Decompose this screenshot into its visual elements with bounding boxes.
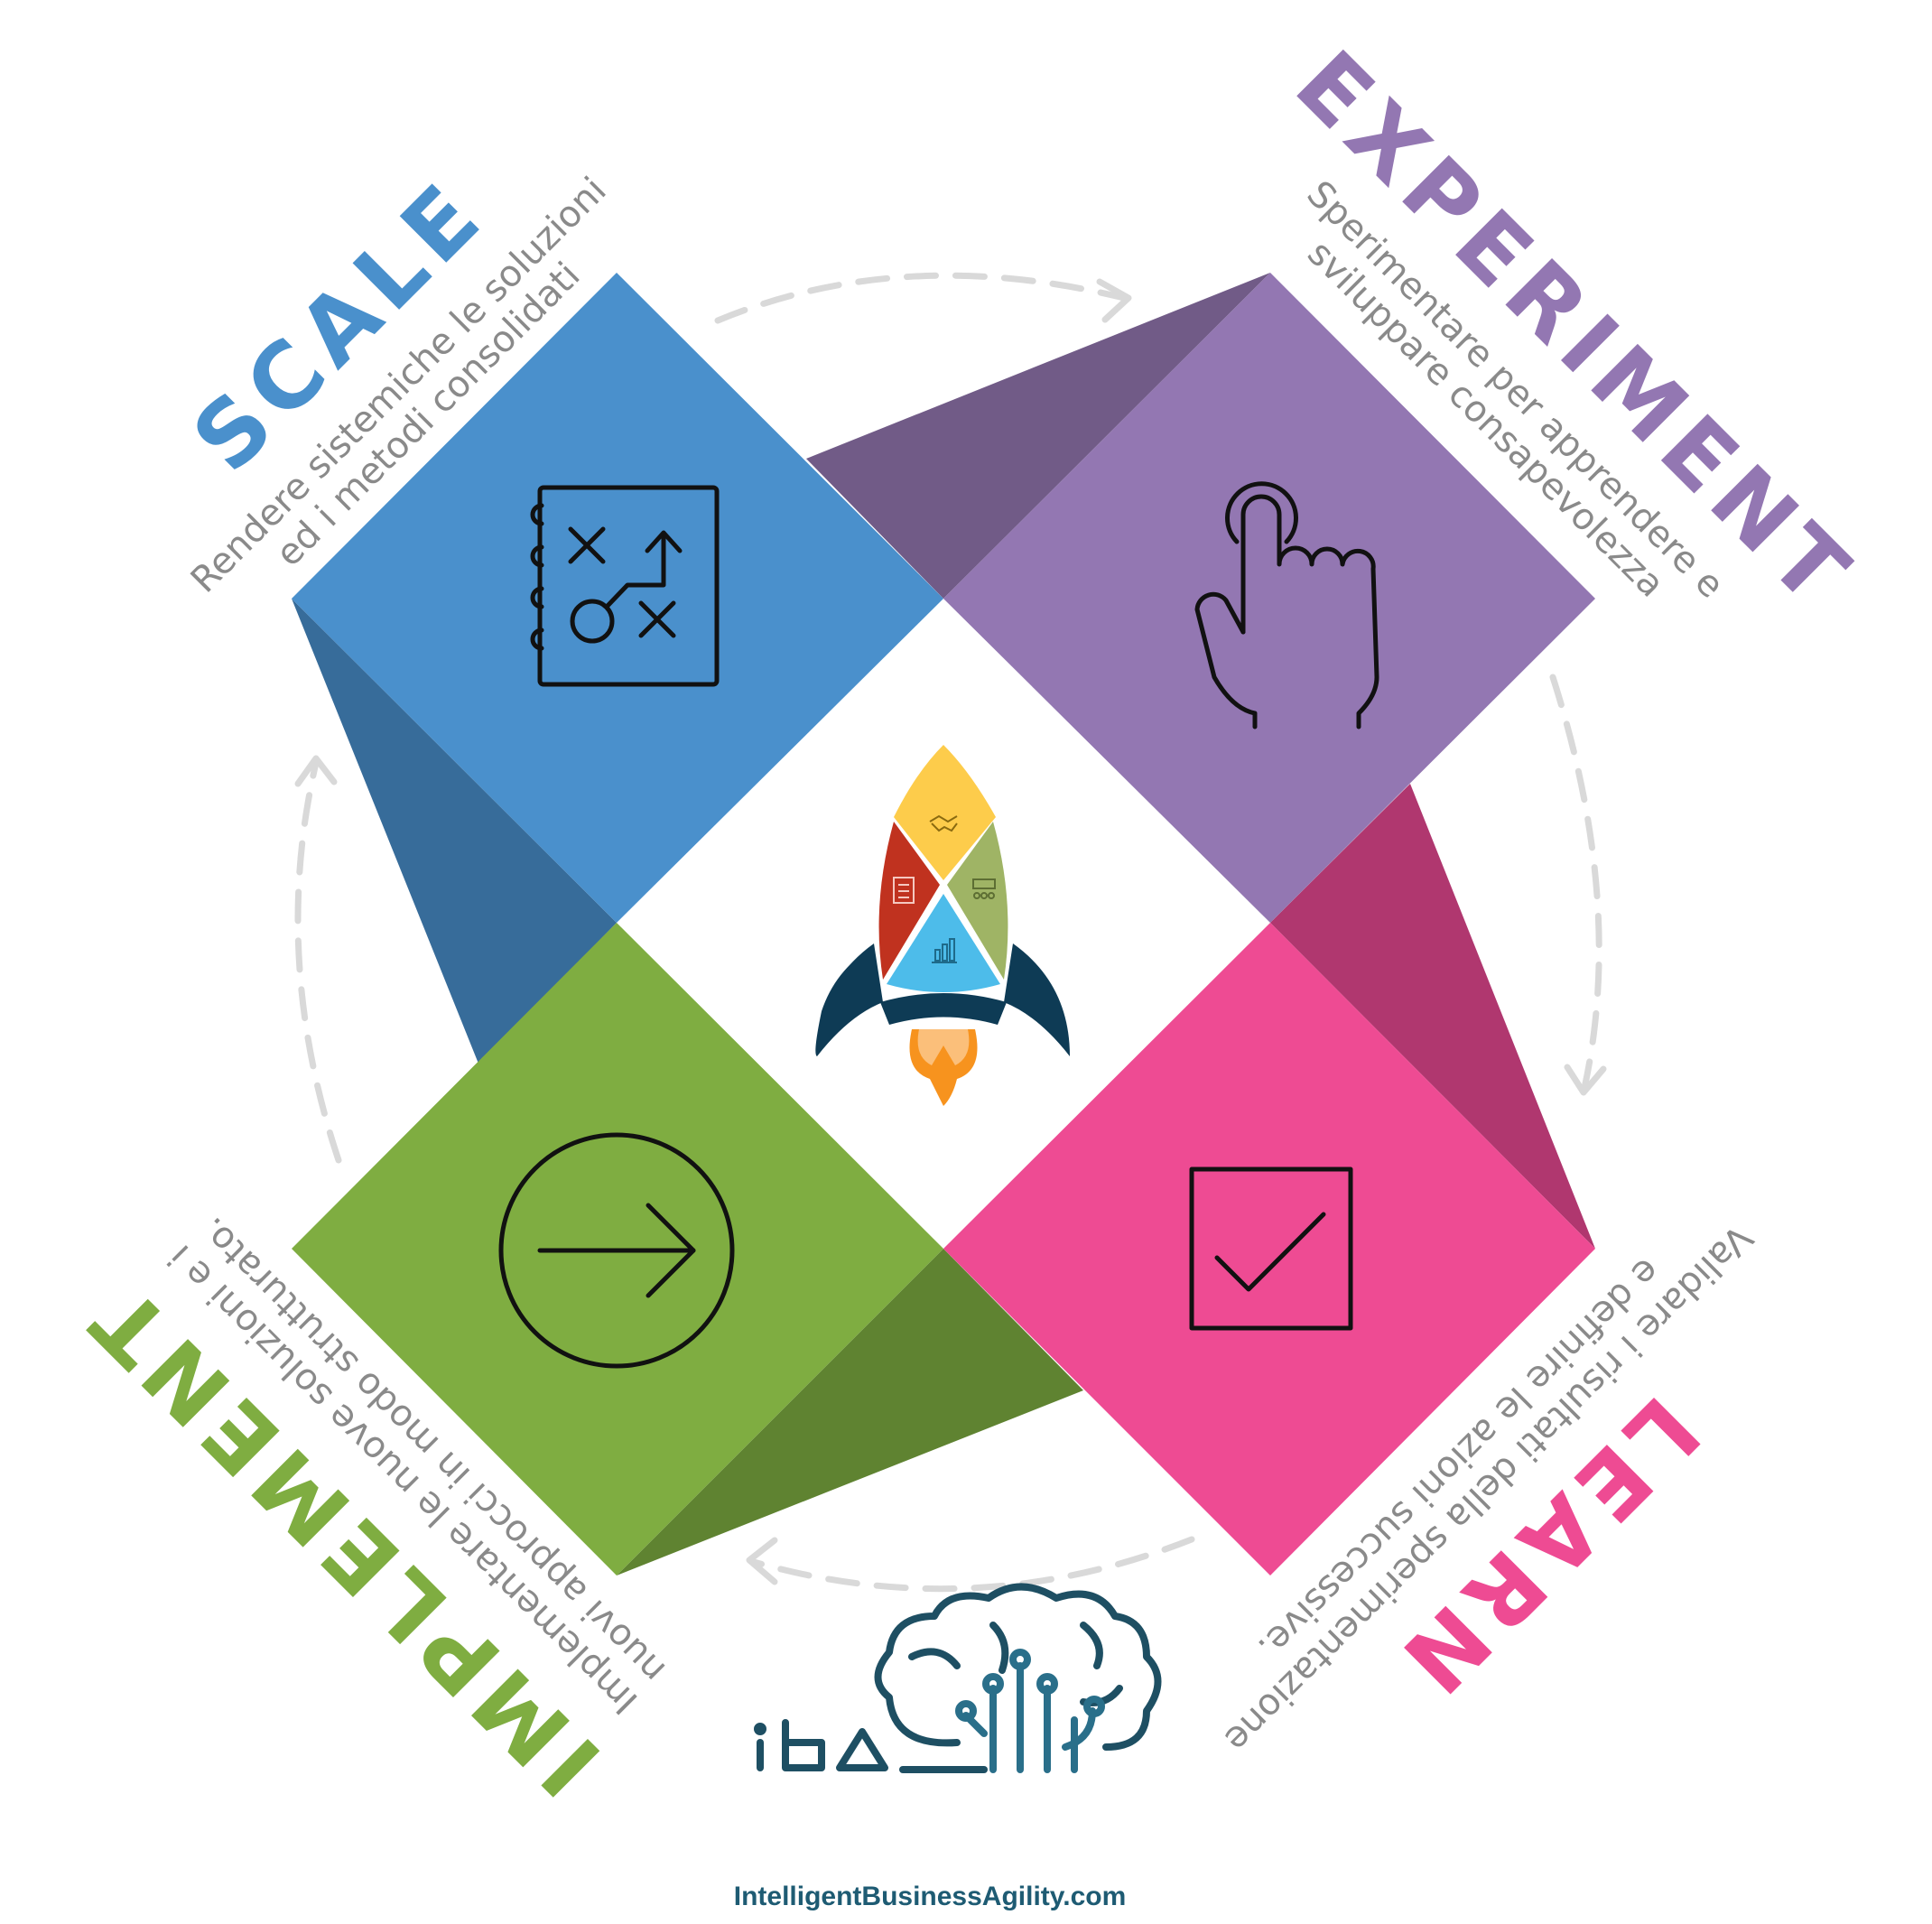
- rocket-base: [880, 993, 1007, 1025]
- arrowhead-down-icon: [1564, 1064, 1607, 1096]
- rocket-left-fin-body: [817, 943, 883, 1056]
- rocket-segment-left: [878, 822, 940, 980]
- rocket-segment-right: [947, 822, 1008, 980]
- strategy-board-icon: [530, 485, 720, 687]
- checkbox-check-icon: [1189, 1166, 1353, 1331]
- arrow-implement-to-scale: [294, 759, 342, 1164]
- cycle-arrows: [294, 272, 1602, 1593]
- rocket-segment-bottom: [887, 894, 1000, 992]
- implement-fold-panel: [617, 1249, 1083, 1575]
- arrowhead-left-icon: [746, 1537, 778, 1585]
- arrow-experiment-to-learn: [1549, 674, 1602, 1092]
- checklist-icon: [893, 877, 915, 904]
- learn-fold-panel: [1270, 784, 1595, 1249]
- arrowhead-right-icon: [1096, 278, 1132, 323]
- cycle-arrowheads: [294, 278, 1607, 1585]
- team-presentation-icon: [972, 878, 996, 899]
- touch-finger-icon: [1194, 481, 1379, 730]
- scale-fold-panel: [292, 599, 617, 1064]
- bar-chart-icon: [932, 938, 957, 963]
- website-link[interactable]: IntelligentBusinessAgility.com: [734, 1882, 1127, 1911]
- rocket-flame-inner: [917, 1029, 970, 1065]
- rocket-right-fin-body: [1004, 943, 1070, 1056]
- iba-mark: [754, 1719, 888, 1771]
- rocket-icon: [815, 745, 1070, 1106]
- arrow-circle-icon: [498, 1132, 735, 1369]
- experiment-fold-panel: [806, 273, 1270, 599]
- arrowhead-up-icon: [294, 755, 338, 787]
- handshake-icon: [929, 814, 958, 832]
- brain-circuit-icon: [874, 1583, 1162, 1773]
- arrow-learn-to-implement: [750, 1536, 1195, 1593]
- iba-logo: IntelligentBusinessAgility.com: [734, 1583, 1162, 1911]
- rocket-segment-top: [894, 745, 996, 880]
- experiment-diamond: [943, 273, 1595, 923]
- arrow-scale-to-experiment: [714, 272, 1128, 324]
- learn-diamond: [943, 923, 1595, 1575]
- rocket-left-fin: [815, 948, 871, 1056]
